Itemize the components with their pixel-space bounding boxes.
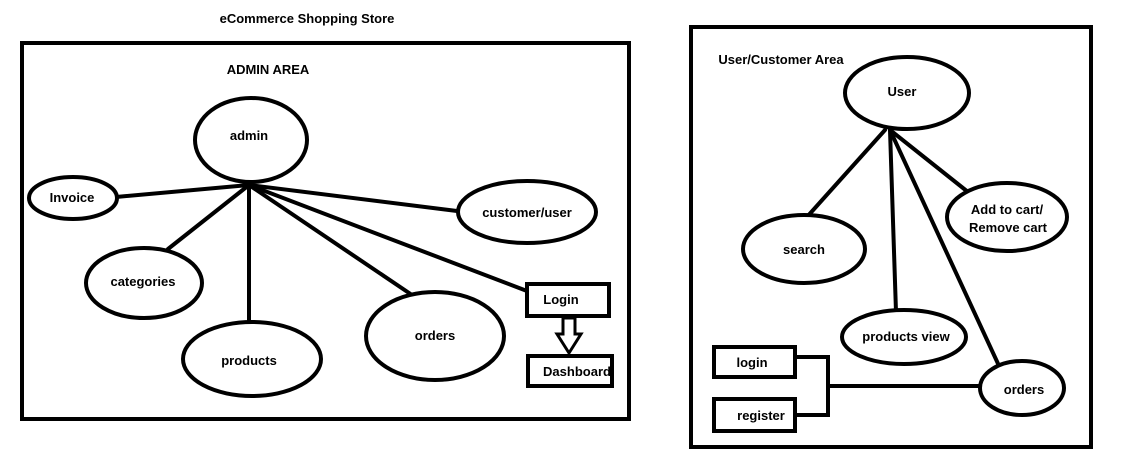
edge-user-products-view — [888, 128, 898, 314]
register-box-label: register — [737, 408, 785, 423]
edge-user-search — [804, 128, 887, 220]
user-connectors — [795, 128, 1002, 417]
arrow-down-icon — [554, 316, 584, 356]
register-box — [712, 397, 797, 433]
edge-admin-login — [247, 183, 529, 293]
dashboard-box-label: Dashboard — [543, 364, 611, 379]
orders-node-label: orders — [415, 328, 455, 343]
admin-area-heading: ADMIN AREA — [227, 62, 310, 77]
login-box — [525, 282, 611, 318]
products-view-node-label: products view — [862, 329, 950, 344]
user-node-label: User — [888, 84, 917, 99]
cart-node — [945, 181, 1069, 253]
invoice-node — [27, 175, 119, 221]
edge-admin-invoice — [114, 183, 251, 199]
products-node — [181, 320, 323, 398]
user-area-frame — [689, 25, 1093, 449]
cart-node-label-line2: Remove cart — [969, 220, 1048, 235]
search-node-label: search — [783, 242, 825, 257]
admin-node-label: admin — [230, 128, 268, 143]
orders-node — [364, 290, 506, 382]
admin-connectors — [114, 176, 529, 325]
user-node — [843, 55, 971, 131]
edge-admin-categories — [166, 183, 251, 251]
search-node — [741, 213, 867, 285]
login-box-label: Login — [543, 292, 578, 307]
edge-login-register-bracket — [795, 355, 830, 417]
admin-node — [193, 96, 309, 184]
cart-node-label-line1: Add to cart/ — [971, 202, 1044, 217]
categories-node — [84, 246, 204, 320]
invoice-node-label: Invoice — [50, 190, 95, 205]
edge-user-cart — [888, 128, 970, 194]
dashboard-box — [526, 354, 614, 388]
customer-node — [456, 179, 598, 245]
user-area-panel: User/Customer Area User search Add to ca… — [689, 25, 1093, 449]
user-login-box — [712, 345, 797, 379]
user-orders-node — [978, 359, 1066, 417]
admin-area-panel: ADMIN AREA admin Invoice categories prod… — [20, 41, 631, 421]
edge-user-orders — [888, 128, 1002, 370]
products-node-label: products — [221, 353, 277, 368]
products-view-node — [840, 308, 968, 366]
edge-admin-orders — [247, 183, 414, 297]
customer-node-label: customer/user — [482, 205, 572, 220]
edge-admin-customer — [247, 183, 459, 213]
categories-node-label: categories — [110, 274, 175, 289]
diagram-title: eCommerce Shopping Store — [220, 11, 395, 26]
admin-area-frame — [20, 41, 631, 421]
user-orders-node-label: orders — [1004, 382, 1044, 397]
user-login-box-label: login — [736, 355, 767, 370]
user-area-heading: User/Customer Area — [718, 52, 844, 67]
